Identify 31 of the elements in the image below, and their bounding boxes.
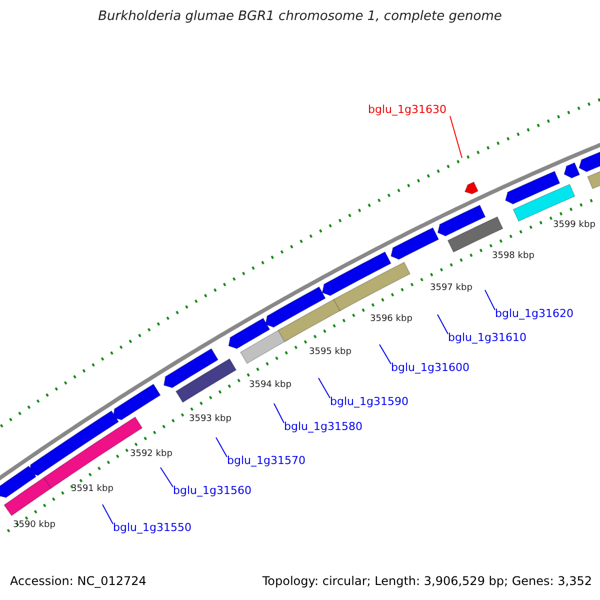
scale-label: 3594 kbp bbox=[249, 381, 292, 390]
scale-label: 3599 kbp bbox=[553, 221, 596, 230]
scale-label: 3598 kbp bbox=[492, 252, 534, 261]
leader-line bbox=[318, 378, 330, 398]
scale-label: 3592 kbp bbox=[130, 450, 172, 459]
leader-line bbox=[102, 504, 114, 524]
scale-label: 3595 kbp bbox=[309, 348, 352, 357]
scale-label: 3591 kbp bbox=[71, 485, 114, 494]
leader-line bbox=[216, 437, 228, 458]
leader-line bbox=[450, 116, 462, 158]
leader-line bbox=[379, 344, 392, 364]
gene-label: bglu_1g31600 bbox=[391, 362, 470, 373]
leader-line bbox=[484, 290, 496, 310]
scale-label: 3596 kbp bbox=[370, 315, 412, 324]
gene-label: bglu_1g31630 bbox=[368, 104, 446, 115]
gene-label: bglu_1g31570 bbox=[227, 455, 306, 466]
gene-label: bglu_1g31560 bbox=[173, 485, 252, 496]
gene-label: bglu_1g31580 bbox=[284, 421, 362, 432]
leader-line bbox=[160, 467, 174, 488]
scale-label: 3593 kbp bbox=[189, 415, 232, 424]
leader-line bbox=[274, 403, 284, 424]
footer-text: Accession: NC_012724 bbox=[10, 575, 146, 587]
gene-label: bglu_1g31590 bbox=[330, 396, 408, 407]
scale-label: 3597 kbp bbox=[430, 284, 472, 293]
gene-label: bglu_1g31610 bbox=[448, 332, 526, 343]
gene-label: bglu_1g31550 bbox=[113, 522, 192, 533]
gene-label: bglu_1g31620 bbox=[495, 308, 574, 319]
leader-line bbox=[437, 314, 448, 334]
title: Burkholderia glumae BGR1 chromosome 1, complete genome bbox=[97, 10, 503, 23]
scale-label: 3590 kbp bbox=[13, 521, 56, 530]
footer-text: Topology: circular; Length: 3,906,529 bp; Genes: 3,352 bbox=[262, 575, 592, 587]
